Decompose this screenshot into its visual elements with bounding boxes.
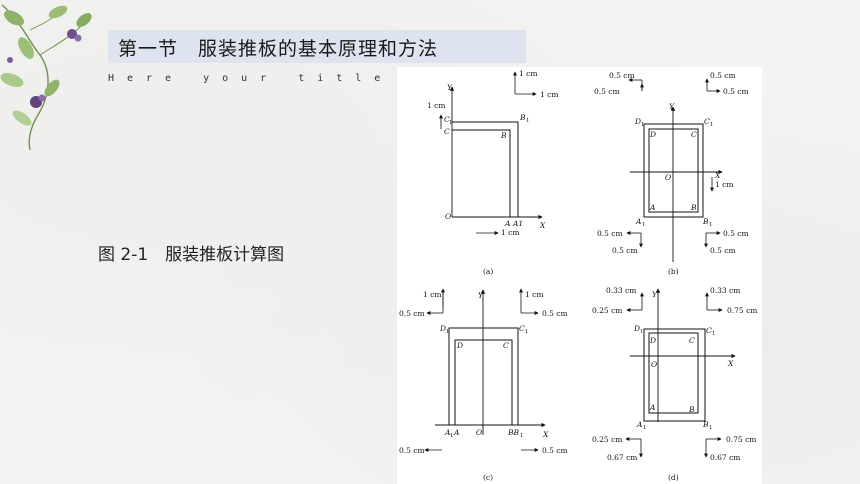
panel-d-point-label: B	[702, 420, 709, 429]
panel-b: 0.5 cm 0.5 cm 0.5 cm 0.5 cm Y D 1 D C 1 …	[594, 71, 749, 276]
panel-d-point-label: X	[727, 359, 734, 368]
panel-b-caption: (b)	[668, 267, 679, 276]
panel-d-shift-label: 0.67 cm	[710, 453, 740, 462]
panel-b-point-label: Y	[669, 102, 675, 111]
panel-a-shift-label: 1 cm	[427, 101, 445, 110]
panel-d-shift-label: 0.25 cm	[592, 435, 622, 444]
panel-c-point-label: 1	[520, 433, 524, 439]
grading-diagram: 1 cm 1 cm 1 cm Y C 1 C B 1 B O A A1 X 1	[397, 67, 762, 484]
panel-b-point-label: D	[649, 130, 656, 139]
page-subtitle: Here your title	[108, 73, 394, 84]
panel-a-point-label: 1	[449, 120, 453, 126]
panel-b-point-label: B	[690, 203, 697, 212]
vine-decoration	[0, 4, 92, 150]
panel-b-point-label: O	[665, 173, 671, 182]
panel-d-point-label: D	[649, 336, 656, 345]
panel-a-point-label: Y	[447, 83, 453, 92]
panel-d-shift-label: 0.67 cm	[607, 453, 637, 462]
panel-b-shift-label: 0.5 cm	[723, 87, 749, 96]
panel-c-shift-label: 0.5 cm	[399, 309, 425, 318]
panel-c-shift-label: 0.5 cm	[542, 309, 568, 318]
panel-d-point-label: 1	[709, 425, 713, 431]
panel-d-point-label: O	[651, 360, 657, 369]
panel-b-point-label: B	[702, 217, 709, 226]
panel-a-point-label: C	[444, 127, 450, 136]
panel-c-point-label: A	[444, 428, 451, 437]
grading-diagram-svg: 1 cm 1 cm 1 cm Y C 1 C B 1 B O A A1 X 1	[399, 69, 757, 482]
panel-d-point-label: A	[649, 403, 656, 412]
panel-c-shift-label: 1 cm	[423, 290, 441, 299]
panel-b-point-label: X	[714, 171, 721, 180]
panel-c-point-label: Y	[478, 291, 484, 300]
panel-c-point-label: 1	[446, 329, 450, 335]
panel-d-shift-label: 0.75 cm	[726, 435, 756, 444]
panel-b-point-label: 1	[642, 222, 646, 228]
panel-c-point-label: A	[453, 428, 460, 437]
panel-d-caption: (d)	[668, 473, 679, 482]
panel-d-point-label: C	[706, 326, 712, 335]
panel-a-point-label: O	[445, 212, 451, 221]
panel-b-point-label: D	[634, 117, 641, 126]
panel-d-shift-label: 0.33 cm	[710, 286, 740, 295]
panel-c-point-label: D	[439, 324, 446, 333]
panel-d-point-label: A	[636, 420, 643, 429]
panel-c-point-label: BB	[507, 428, 520, 437]
panel-d-point-label: 1	[640, 329, 644, 335]
panel-c: 1 cm 0.5 cm 1 cm 0.5 cm Y D 1 C 1 D C A …	[399, 288, 568, 482]
panel-a-caption: (a)	[483, 267, 493, 276]
panel-b-point-label: 1	[709, 222, 713, 228]
panel-b-point-label: C	[691, 130, 697, 139]
panel-a-point-label: C	[444, 115, 450, 124]
figure-caption: 图 2-1 服装推板计算图	[98, 245, 285, 265]
panel-d-point-label: 1	[712, 331, 716, 337]
panel-b-shift-label: 1 cm	[715, 180, 733, 189]
panel-d: 0.33 cm 0.25 cm 0.33 cm 0.75 cm Y D 1 C …	[592, 286, 757, 482]
panel-c-shift-label: 0.5 cm	[399, 446, 425, 455]
panel-c-caption: (c)	[483, 473, 493, 482]
panel-c-shift-label: 1 cm	[525, 290, 543, 299]
panel-c-point-label: X	[542, 430, 549, 439]
panel-a-point-label: 1	[526, 118, 530, 124]
panel-c-point-label: O	[476, 428, 482, 437]
panel-b-point-label: C	[704, 117, 710, 126]
panel-b-point-label: A	[649, 203, 656, 212]
panel-b-point-label: A	[635, 217, 642, 226]
panel-c-point-label: 1	[525, 329, 529, 335]
panel-d-shift-label: 0.75 cm	[727, 306, 757, 315]
page-title: 第一节 服装推板的基本原理和方法	[118, 38, 439, 60]
panel-a-point-label: B	[519, 113, 526, 122]
panel-c-point-label: D	[456, 341, 463, 350]
panel-c-point-label: 1	[450, 433, 454, 439]
panel-a-point-label: A1	[512, 219, 523, 228]
panel-c-shift-label: 0.5 cm	[542, 446, 568, 455]
panel-a-shift-label: 1 cm	[519, 69, 537, 78]
title-bar	[108, 30, 526, 63]
panel-d-point-label: D	[633, 324, 640, 333]
panel-b-shift-label: 0.5 cm	[597, 229, 623, 238]
panel-d-shift-label: 0.33 cm	[606, 286, 636, 295]
panel-a-point-label: A	[504, 219, 511, 228]
panel-b-shift-label: 0.5 cm	[609, 71, 635, 80]
panel-a-point-label: X	[539, 221, 546, 230]
panel-b-point-label: 1	[641, 122, 645, 128]
panel-d-point-label: 1	[643, 425, 647, 431]
panel-c-point-label: C	[503, 341, 509, 350]
panel-a-point-label: B	[500, 131, 507, 140]
panel-b-point-label: 1	[710, 122, 714, 128]
panel-b-shift-label: 0.5 cm	[710, 246, 736, 255]
panel-a: 1 cm 1 cm 1 cm Y C 1 C B 1 B O A A1 X 1	[427, 69, 558, 276]
panel-b-shift-label: 0.5 cm	[594, 87, 620, 96]
panel-d-point-label: C	[689, 336, 695, 345]
panel-b-shift-label: 0.5 cm	[723, 229, 749, 238]
panel-d-shift-label: 0.25 cm	[592, 306, 622, 315]
panel-b-shift-label: 0.5 cm	[612, 246, 638, 255]
panel-a-shift-label: 1 cm	[501, 228, 519, 237]
panel-d-point-label: B	[688, 405, 695, 414]
panel-b-shift-label: 0.5 cm	[710, 71, 736, 80]
panel-d-point-label: Y	[652, 290, 658, 299]
panel-c-point-label: C	[519, 324, 525, 333]
panel-a-shift-label: 1 cm	[540, 90, 558, 99]
